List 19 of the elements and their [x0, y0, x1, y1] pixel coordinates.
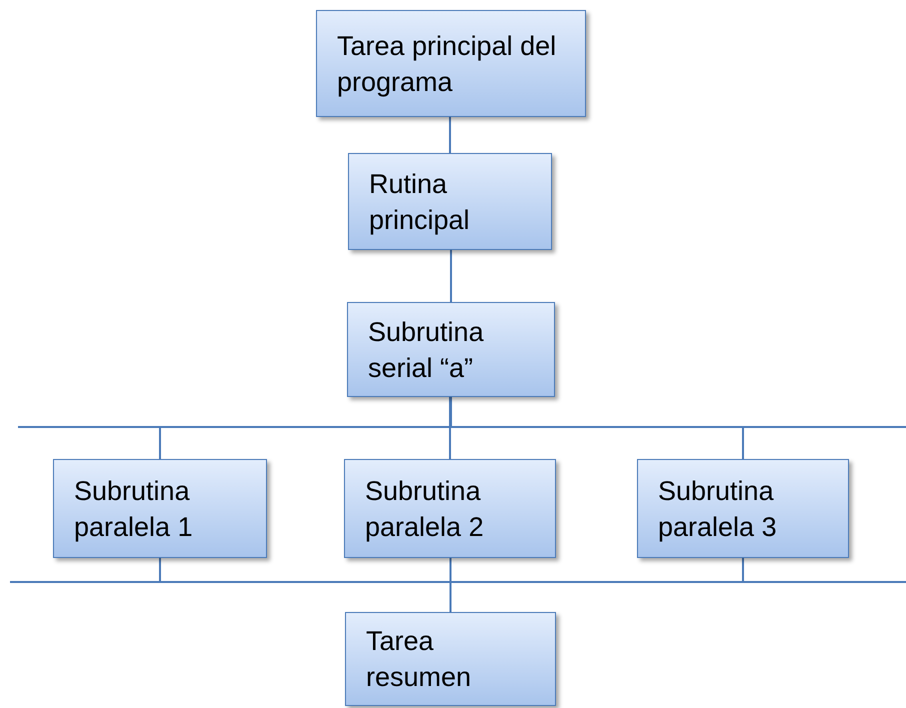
- box-label: Subrutina serial “a”: [368, 316, 485, 384]
- process-box: [316, 10, 586, 117]
- connector-line: [450, 397, 744, 459]
- process-box: [53, 459, 267, 558]
- process-box: [637, 459, 849, 558]
- box-label: Tarea resumen: [366, 625, 472, 694]
- process-box: [348, 153, 552, 250]
- connector-line: [450, 558, 744, 612]
- box-label: Tarea principal del programa: [337, 30, 558, 99]
- connector-line: [450, 250, 452, 302]
- box-label: Subrutina paralela 2: [365, 474, 485, 544]
- box-label: Subrutina paralela 3: [658, 474, 778, 544]
- box-label: Rutina principal: [369, 168, 471, 237]
- process-box: [344, 459, 556, 558]
- connector-line: [449, 117, 451, 153]
- process-box: [347, 302, 555, 397]
- process-box: [345, 612, 556, 706]
- connector-line: [449, 397, 451, 459]
- box-label: Subrutina paralela 1: [74, 474, 194, 544]
